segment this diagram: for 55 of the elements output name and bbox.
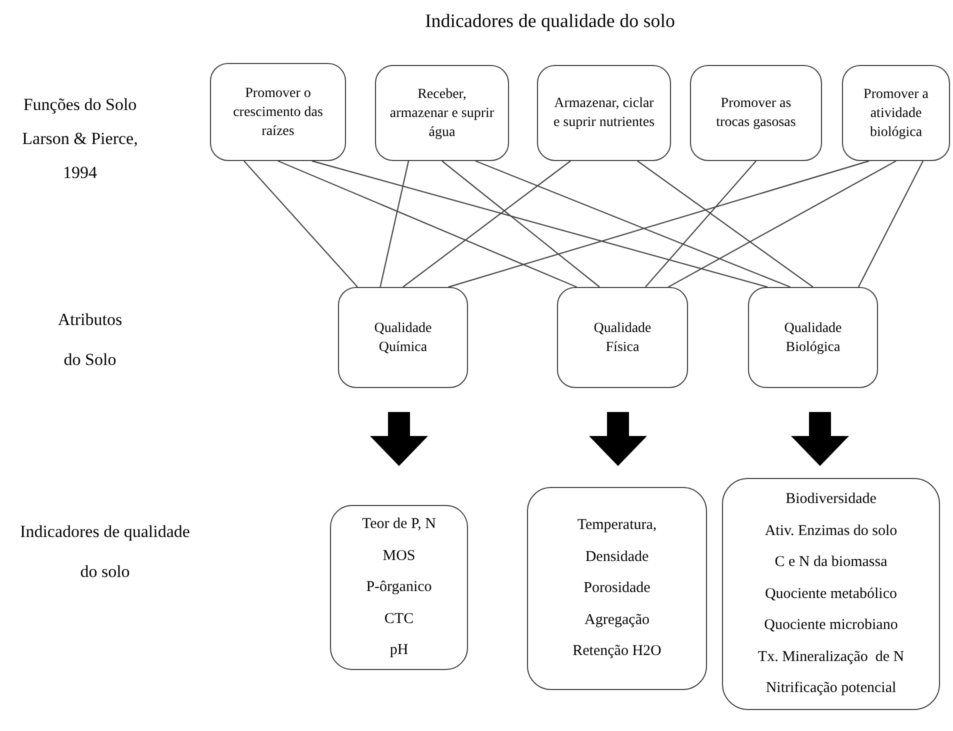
indicator-text: Ativ. Enzimas do solo bbox=[764, 522, 898, 541]
row-label: Indicadores de qualidade do solo bbox=[20, 521, 190, 583]
indicator-text: Quociente microbiano bbox=[764, 616, 898, 636]
indicator-text: pH bbox=[390, 641, 408, 660]
indicator-text: Tx. Mineralização de N bbox=[758, 648, 904, 667]
indicator-text: Retenção H2O bbox=[572, 642, 662, 662]
indicator-box bbox=[527, 487, 707, 690]
indicator-text: Quociente metabólico bbox=[764, 584, 898, 604]
row-label: Funções do Solo Larson & Pierce, 1994 bbox=[21, 94, 139, 184]
connector-line bbox=[244, 160, 358, 288]
connector-line bbox=[475, 160, 790, 288]
indicator-text: Temperatura, bbox=[577, 516, 657, 536]
block-arrow bbox=[791, 412, 849, 466]
indicator-box bbox=[330, 505, 468, 670]
connector-line bbox=[278, 160, 577, 288]
box-text: Qualidade Biológica bbox=[783, 320, 843, 356]
block-arrow bbox=[370, 412, 428, 466]
row-label: Atributos do Solo bbox=[56, 309, 124, 371]
function-box bbox=[690, 65, 822, 161]
indicator-text: Teor de P, N bbox=[362, 515, 436, 534]
function-box bbox=[210, 63, 346, 161]
box-text: Qualidade Física bbox=[592, 320, 652, 356]
box-text: Armazenar, ciclar e suprir nutrientes bbox=[552, 95, 656, 132]
connector-line bbox=[402, 160, 571, 288]
indicator-box bbox=[722, 478, 940, 710]
block-arrow bbox=[589, 412, 647, 466]
indicator-text: MOS bbox=[382, 546, 416, 566]
connector-line bbox=[644, 160, 756, 288]
attribute-box bbox=[557, 287, 688, 388]
indicator-text: P-ôrganico bbox=[366, 578, 432, 598]
indicator-text: Densidade bbox=[585, 548, 649, 567]
indicator-text: CTC bbox=[384, 610, 414, 629]
connector-line bbox=[312, 160, 768, 288]
connector-line bbox=[668, 160, 896, 288]
connector-line bbox=[858, 160, 924, 288]
attribute-box bbox=[338, 287, 468, 388]
indicator-text: C e N da biomassa bbox=[774, 553, 888, 572]
function-box bbox=[842, 65, 950, 161]
attribute-box bbox=[748, 287, 878, 388]
indicator-text: Porosidade bbox=[584, 579, 650, 598]
box-text: Promover as trocas gasosas bbox=[715, 95, 797, 132]
connector-line bbox=[448, 160, 870, 288]
indicator-text: Nitrificação potencial bbox=[766, 679, 896, 698]
box-text: Promover a atividade biológica bbox=[862, 86, 930, 142]
connector-line bbox=[637, 160, 814, 288]
indicator-text: Agregação bbox=[584, 610, 650, 630]
box-text: Promover o crescimento das raízes bbox=[232, 84, 324, 140]
connector-line bbox=[380, 160, 410, 288]
box-text: Receber, armazenar e suprir água bbox=[388, 86, 496, 142]
connector-line bbox=[442, 160, 600, 288]
function-box bbox=[537, 65, 671, 161]
function-box bbox=[375, 65, 509, 161]
indicator-text: Biodiversidade bbox=[786, 490, 876, 510]
box-text: Qualidade Química bbox=[373, 320, 433, 356]
diagram-title: Indicadores de qualidade do solo bbox=[424, 10, 676, 34]
